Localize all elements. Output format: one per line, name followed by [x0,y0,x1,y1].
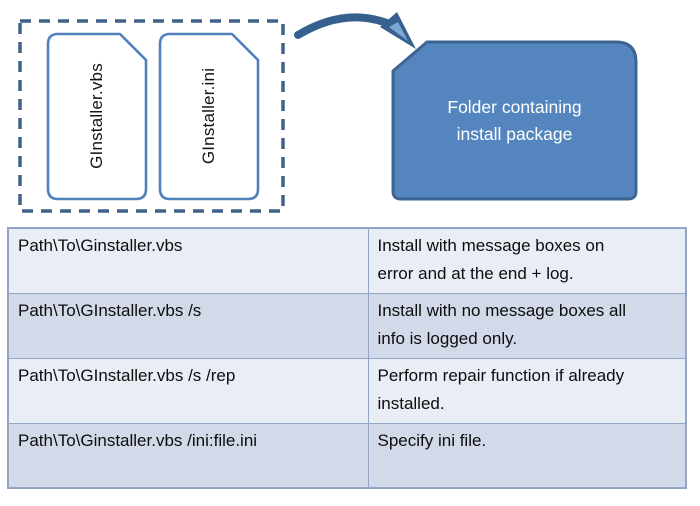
command-cell: Path\To\Ginstaller.vbs [7,227,369,294]
install-diagram [18,12,638,213]
arrow-head-highlight [389,22,408,41]
description-cell: Install with message boxes on error and … [367,227,687,294]
file-card-ini-shape [158,32,260,201]
folder-shape [391,40,638,201]
table-row: Path\To\GInstaller.vbs /s /rep Perform r… [7,357,687,424]
command-cell: Path\To\GInstaller.vbs /s /rep [7,357,369,424]
description-cell: Install with no message boxes all info i… [367,292,687,359]
file-card-vbs-label: GInstaller.vbs [87,63,106,169]
command-cell: Path\To\GInstaller.vbs /s [7,292,369,359]
file-card-vbs-shape [46,32,148,201]
file-card-ini-label: GInstaller.ini [199,67,218,165]
usage-table: Path\To\Ginstaller.vbs Install with mess… [7,227,687,489]
curved-arrow [294,13,398,39]
command-cell: Path\To\Ginstaller.vbs /ini:file.ini [7,422,369,489]
description-cell: Perform repair function if already insta… [367,357,687,424]
folder-label: Folder containing install package [447,97,582,144]
table-row: Path\To\GInstaller.vbs /s Install with n… [7,292,687,359]
table-row: Path\To\Ginstaller.vbs /ini:file.ini Spe… [7,422,687,489]
description-cell: Specify ini file. [367,422,687,489]
table-row: Path\To\Ginstaller.vbs Install with mess… [7,227,687,294]
